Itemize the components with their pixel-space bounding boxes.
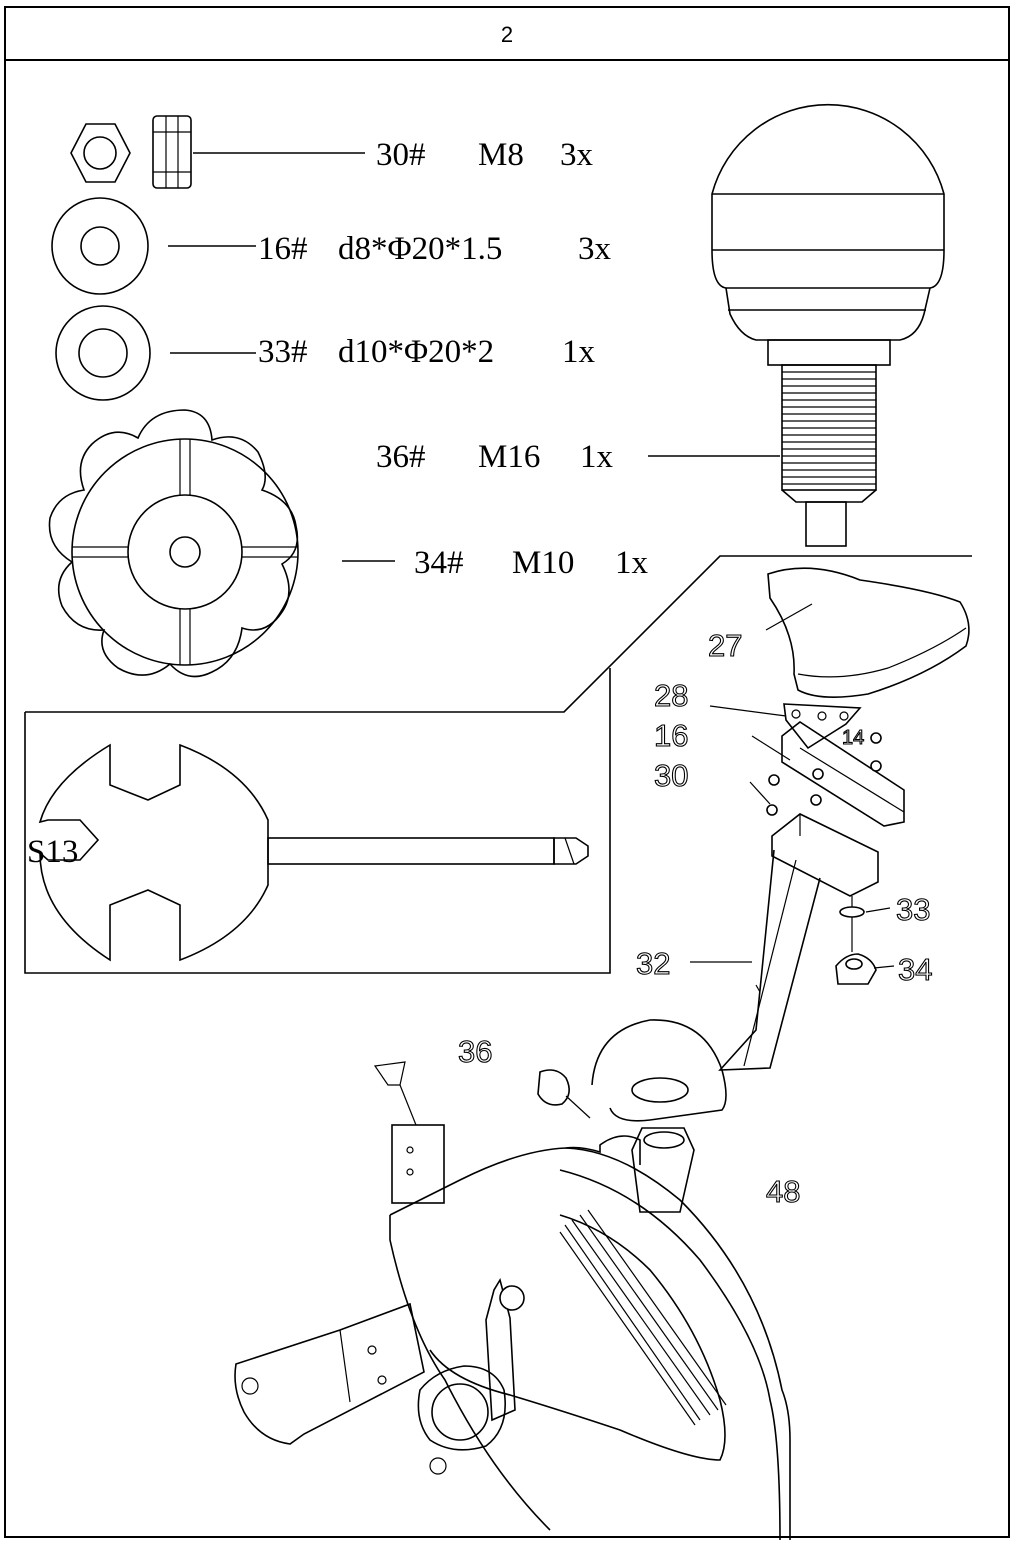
instruction-frame: 2: [4, 6, 1010, 1538]
part-qty: 1x: [615, 545, 649, 581]
thread-lines: [782, 371, 876, 485]
callout-number: 27: [708, 628, 742, 663]
part-code: 36#: [376, 439, 426, 475]
callout-number: 34: [898, 952, 932, 987]
tool-size-label: S13: [27, 834, 78, 870]
washer-icon: [55, 305, 256, 401]
step-header: 2: [6, 8, 1008, 61]
part-qty: 3x: [560, 137, 594, 173]
seat-assembly: [690, 567, 970, 1071]
vent-slots: [559, 1209, 727, 1426]
bike-frame: [234, 1019, 791, 1541]
callout-number: 48: [766, 1174, 800, 1209]
part-code: 34#: [414, 545, 464, 581]
part-qty: 3x: [578, 231, 612, 267]
part-spec: d8*Φ20*1.5: [338, 231, 502, 267]
part-code: 33#: [258, 334, 308, 370]
part-spec: M16: [478, 439, 540, 475]
star-knob-icon: [48, 409, 395, 678]
part-spec: M8: [478, 137, 524, 173]
callout-number: 32: [636, 946, 670, 981]
wrench-screwdriver-icon: [38, 743, 589, 962]
callout-number: 28: [654, 678, 688, 713]
step-number: 2: [500, 22, 514, 47]
callout-number: 36: [458, 1034, 492, 1069]
hex-nut-icon: [70, 115, 365, 189]
tool-panel: S13: [24, 555, 972, 974]
part-code: 16#: [258, 231, 308, 267]
part-qty: 1x: [562, 334, 596, 370]
washer-icon: [51, 197, 256, 295]
part-spec: M10: [512, 545, 574, 581]
callout-number: 16: [654, 718, 688, 753]
part-spec: d10*Φ20*2: [338, 334, 494, 370]
part-qty: 1x: [580, 439, 614, 475]
callout-number: 33: [896, 892, 930, 927]
callout-number: 14: [842, 727, 864, 749]
ball-knob-icon: [648, 104, 945, 547]
part-code: 30#: [376, 137, 426, 173]
callout-number: 30: [654, 758, 688, 793]
